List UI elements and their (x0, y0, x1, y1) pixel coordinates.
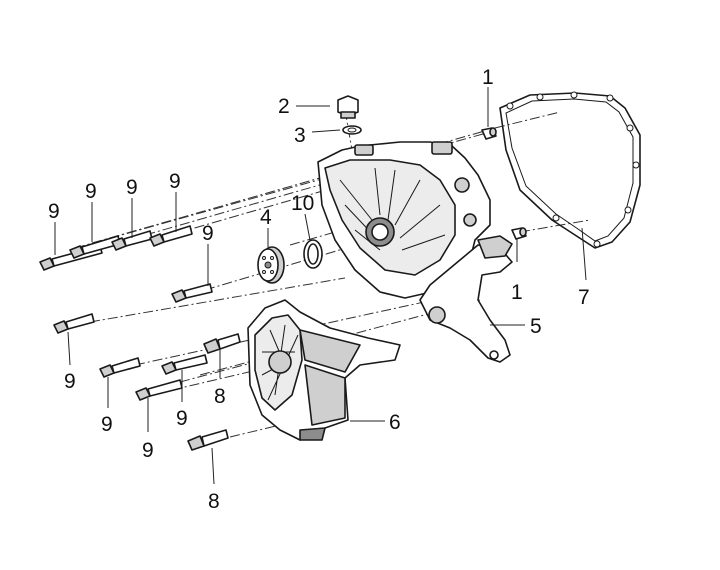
sprocket-cover-part-6 (247, 299, 401, 441)
callout-10: 10 (291, 192, 314, 215)
main-cover-part-5 (317, 141, 513, 363)
callout-3: 3 (294, 124, 306, 147)
callout-9-c: 9 (126, 176, 138, 199)
gasket-part-7 (499, 91, 641, 249)
bolts-part-9 (39, 225, 213, 401)
leader-lines (54, 87, 587, 485)
washer-part-3 (342, 125, 362, 135)
callout-5: 5 (530, 315, 542, 338)
callout-9-h: 9 (176, 407, 188, 430)
callout-4: 4 (260, 206, 272, 229)
bolts-part-8 (187, 333, 241, 451)
callout-7: 7 (578, 286, 590, 309)
callout-1-top: 1 (482, 66, 494, 89)
callout-9-e: 9 (202, 222, 214, 245)
o-ring-part-10 (303, 239, 323, 269)
callout-9-g: 9 (101, 413, 113, 436)
callout-8-middle: 8 (214, 385, 226, 408)
callout-6: 6 (389, 411, 401, 434)
callout-9-d: 9 (169, 170, 181, 193)
plug-part-2 (337, 95, 359, 119)
dowel-pins-part-1 (481, 127, 527, 240)
callout-1-lower: 1 (511, 281, 523, 304)
callout-2: 2 (278, 95, 290, 118)
callout-9-i: 9 (142, 439, 154, 462)
callout-9-a: 9 (48, 200, 60, 223)
callout-9-f: 9 (64, 370, 76, 393)
callout-8-bottom: 8 (208, 490, 220, 513)
cap-part-4 (257, 246, 285, 284)
callout-labels: 1 1 2 3 4 5 6 7 8 8 9 9 9 9 9 9 9 9 9 10 (48, 66, 590, 513)
callout-9-b: 9 (85, 180, 97, 203)
